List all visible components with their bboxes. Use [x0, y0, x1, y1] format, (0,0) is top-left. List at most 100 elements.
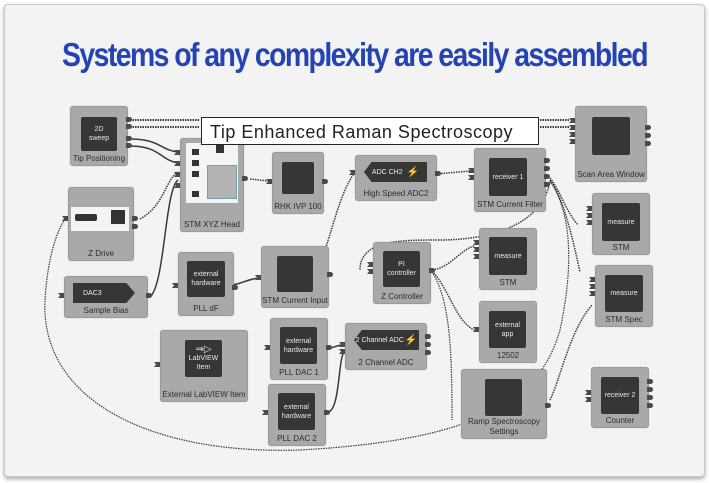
output-port[interactable]: [132, 224, 138, 229]
output-port[interactable]: [425, 350, 431, 355]
output-port[interactable]: [647, 395, 653, 400]
input-port[interactable]: [266, 179, 272, 184]
output-port[interactable]: [326, 345, 332, 350]
node-measure-stm-2[interactable]: measure STM: [479, 228, 537, 290]
node-tip-positioning[interactable]: 2D sweep Tip Positioning: [70, 106, 128, 166]
node-high-speed-adc2[interactable]: ADC CH2⚡ High Speed ADC2: [355, 155, 437, 201]
inner-block: [277, 256, 313, 292]
node-stm-current-input[interactable]: STM Current Input: [261, 246, 329, 308]
input-port[interactable]: [468, 168, 474, 173]
wire: [150, 179, 179, 297]
wire: [359, 181, 551, 271]
node-ramp-spectroscopy-settings[interactable]: Ramp Spectroscopy Settings: [461, 369, 547, 439]
input-port[interactable]: [569, 125, 575, 130]
output-port[interactable]: [647, 387, 653, 392]
node-z-drive[interactable]: Z Drive: [68, 187, 134, 261]
output-port[interactable]: [126, 143, 132, 148]
node-pll-dac-2[interactable]: external hardware PLL DAC 2: [268, 384, 326, 446]
output-port[interactable]: [647, 379, 653, 384]
output-port[interactable]: [544, 158, 550, 163]
node-measure-stm[interactable]: measure STM: [592, 193, 650, 255]
input-port[interactable]: [172, 283, 178, 288]
input-port[interactable]: [586, 206, 592, 211]
output-port[interactable]: [647, 403, 653, 408]
input-port[interactable]: [473, 247, 479, 252]
wire: [431, 270, 475, 331]
output-port[interactable]: [324, 410, 330, 415]
node-label: High Speed ADC2: [363, 189, 429, 198]
adc-tag: ADC CH2⚡: [364, 162, 427, 182]
node-scan-area-window[interactable]: Scan Area Window: [575, 106, 647, 182]
output-port[interactable]: [242, 176, 248, 181]
output-port[interactable]: [435, 171, 441, 176]
output-port[interactable]: [645, 133, 651, 138]
input-port[interactable]: [586, 220, 592, 225]
output-port[interactable]: [544, 182, 550, 187]
output-port[interactable]: [126, 136, 132, 141]
output-port[interactable]: [322, 179, 328, 184]
node-z-controller[interactable]: PI controller Z Controller: [373, 242, 431, 304]
output-port[interactable]: [425, 342, 431, 347]
node-counter[interactable]: receiver 2 Counter: [591, 367, 649, 428]
node-stm-spec[interactable]: measure STM Spec: [595, 265, 653, 327]
node-label: 12502: [496, 351, 520, 360]
input-port[interactable]: [589, 284, 595, 289]
input-port[interactable]: [174, 161, 180, 166]
output-port[interactable]: [544, 174, 550, 179]
input-port[interactable]: [473, 327, 479, 332]
output-port[interactable]: [425, 334, 431, 339]
input-port[interactable]: [154, 362, 160, 367]
input-port[interactable]: [349, 170, 355, 175]
input-port[interactable]: [339, 342, 345, 347]
output-port[interactable]: [645, 125, 651, 130]
input-port[interactable]: [255, 275, 261, 280]
input-port[interactable]: [589, 277, 595, 282]
input-port[interactable]: [473, 240, 479, 245]
output-port[interactable]: [232, 285, 238, 290]
output-port[interactable]: [429, 268, 435, 273]
node-pll-df[interactable]: external hardware PLL dF: [178, 252, 234, 316]
input-port[interactable]: [58, 293, 64, 298]
input-port[interactable]: [339, 349, 345, 354]
output-port[interactable]: [126, 117, 132, 122]
node-stm-xyz-head[interactable]: STM XYZ Head: [180, 138, 244, 232]
node-2-channel-adc[interactable]: 2 Channel ADC⚡ 2 Channel ADC: [345, 323, 427, 370]
input-port[interactable]: [473, 254, 479, 259]
output-port[interactable]: [132, 216, 138, 221]
input-port[interactable]: [367, 262, 373, 267]
mini-block: [216, 145, 224, 153]
input-port[interactable]: [264, 345, 270, 350]
node-sample-bias[interactable]: DAC3 Sample Bias: [64, 276, 148, 318]
node-pll-dac-1[interactable]: external hardware PLL DAC 1: [270, 318, 328, 380]
input-port[interactable]: [569, 132, 575, 137]
node-label: Tip Positioning: [72, 154, 126, 163]
node-label: 2 Channel ADC: [358, 358, 414, 367]
output-port[interactable]: [327, 272, 333, 277]
input-port[interactable]: [468, 175, 474, 180]
output-port[interactable]: [126, 124, 132, 129]
input-port[interactable]: [262, 410, 268, 415]
input-port[interactable]: [585, 397, 591, 402]
node-label: Z Drive: [88, 249, 114, 258]
hardware-block: external hardware: [187, 261, 225, 297]
node-external-labview-item[interactable]: ⇒▷ LabVIEW Item External LabVIEW Item: [160, 330, 248, 402]
wire: [129, 138, 179, 153]
output-port[interactable]: [146, 293, 152, 298]
node-stm-current-filter[interactable]: receiver 1 STM Current Filter: [474, 148, 546, 212]
node-rhk-ivp-100[interactable]: RHK IVP 100: [272, 152, 324, 214]
input-port[interactable]: [589, 291, 595, 296]
input-port[interactable]: [62, 216, 68, 221]
output-port[interactable]: [545, 403, 551, 408]
output-port[interactable]: [544, 166, 550, 171]
output-port[interactable]: [645, 141, 651, 146]
node-external-app[interactable]: external app 12502: [479, 301, 537, 363]
input-port[interactable]: [569, 118, 575, 123]
input-port[interactable]: [174, 183, 180, 188]
input-port[interactable]: [174, 172, 180, 177]
input-port[interactable]: [569, 139, 575, 144]
input-port[interactable]: [367, 269, 373, 274]
input-port[interactable]: [586, 213, 592, 218]
input-port[interactable]: [174, 150, 180, 155]
mini-block: [111, 210, 125, 224]
input-port[interactable]: [585, 390, 591, 395]
